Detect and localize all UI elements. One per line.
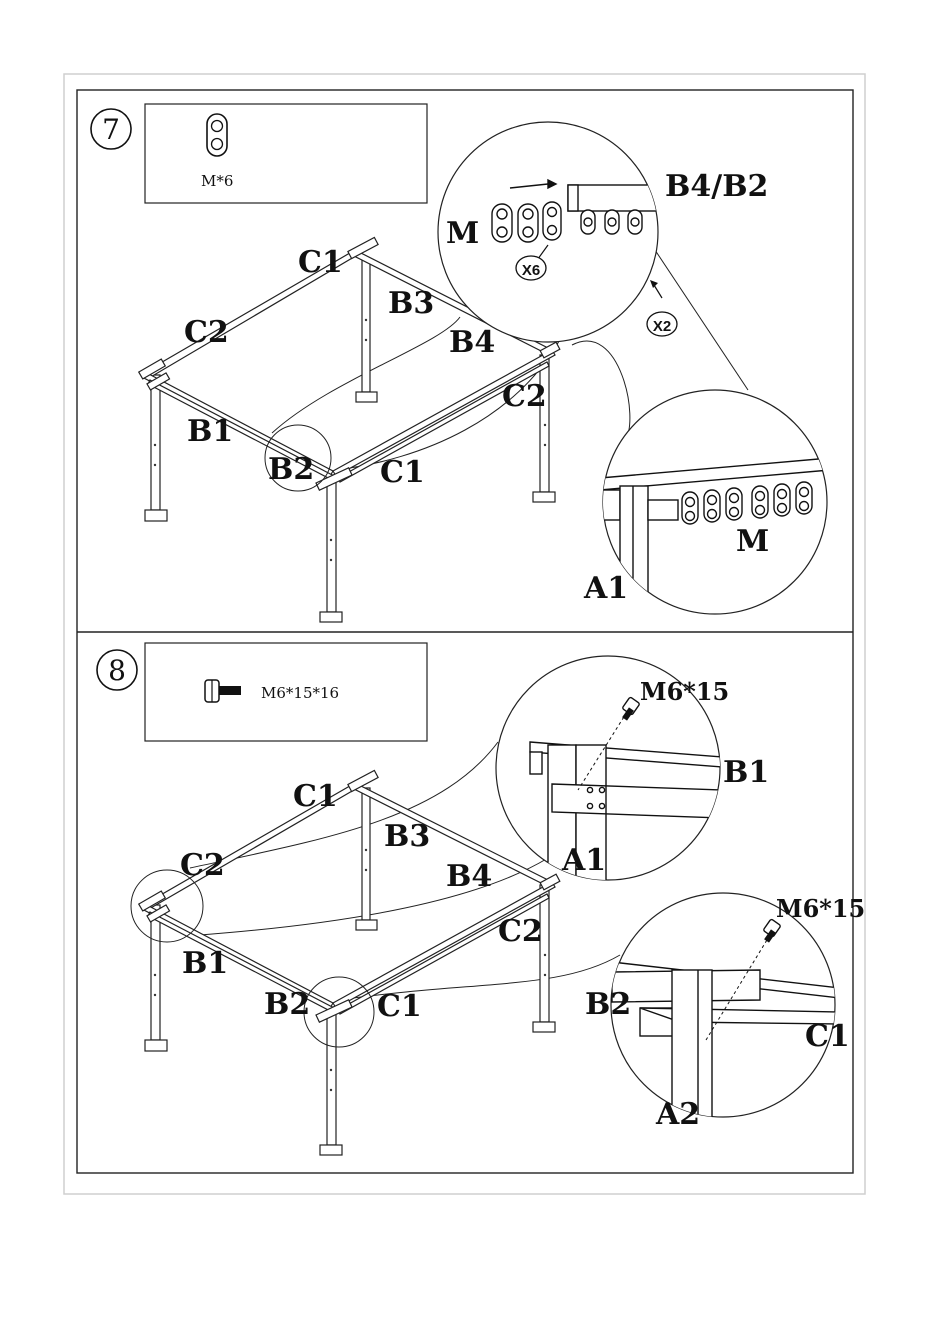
hook-icon	[492, 204, 512, 242]
label-b4: B4	[446, 859, 492, 894]
label-c1: C1	[293, 779, 338, 814]
label-c2-right: C2	[502, 379, 547, 414]
detail-bolt-label: M6*15	[640, 677, 729, 706]
label-c2-left: C2	[184, 315, 229, 350]
detail-label-a2: A2	[655, 1097, 700, 1132]
label-b3: B3	[388, 286, 434, 321]
detail-label-b2: B2	[585, 987, 631, 1022]
x2-count-badge: X2	[647, 280, 677, 336]
hook-icon	[543, 202, 561, 240]
step-8-parts-box: M6*15*16	[145, 643, 427, 741]
step-8-number-badge: 8	[97, 650, 137, 690]
detail-label-m-rail: M	[736, 524, 769, 559]
step-8-parts-label: M6*15*16	[261, 684, 339, 702]
step-7-parts-label: M*6	[201, 172, 233, 190]
label-c1-front: C1	[377, 989, 422, 1024]
label-c2-right: C2	[498, 914, 543, 949]
step-8-detail-a1-joint: M6*15 B1 A1	[496, 656, 769, 895]
step-7: 7 M*6	[91, 104, 830, 626]
label-b1: B1	[187, 414, 233, 449]
label-b2: B2	[268, 452, 314, 487]
step-7-number-badge: 7	[91, 109, 131, 149]
x6-count: X6	[522, 262, 540, 279]
label-c2-left: C2	[180, 848, 225, 883]
label-b1: B1	[182, 946, 228, 981]
step-7-number: 7	[102, 113, 120, 146]
x2-count: X2	[653, 318, 671, 335]
label-b3: B3	[384, 819, 430, 854]
step-8: 8 M6*15*16	[97, 643, 865, 1155]
step-7-detail-rail: M A1	[583, 390, 830, 626]
slider-hook-icon	[207, 114, 227, 156]
step-7-parts-box: M*6	[145, 104, 427, 203]
detail-label-a1: A1	[561, 843, 606, 878]
step-8-number: 8	[108, 654, 126, 687]
detail-label-c1: C1	[805, 1019, 850, 1054]
detail-bolt-label: M6*15	[776, 894, 865, 923]
detail-label-b4-b2: B4/B2	[665, 169, 768, 204]
detail-label-a1: A1	[583, 571, 628, 606]
detail-label-b1: B1	[723, 755, 769, 790]
label-c1-front: C1	[380, 455, 425, 490]
label-b2: B2	[264, 987, 310, 1022]
label-c1: C1	[298, 245, 343, 280]
detail-label-m: M	[446, 216, 479, 251]
label-b4: B4	[449, 325, 495, 360]
step-8-detail-a2-joint: M6*15 B2 C1 A2	[585, 893, 865, 1132]
step-7-detail-hooks: X6 M B4/B2	[438, 122, 768, 342]
hook-icon	[518, 204, 538, 242]
